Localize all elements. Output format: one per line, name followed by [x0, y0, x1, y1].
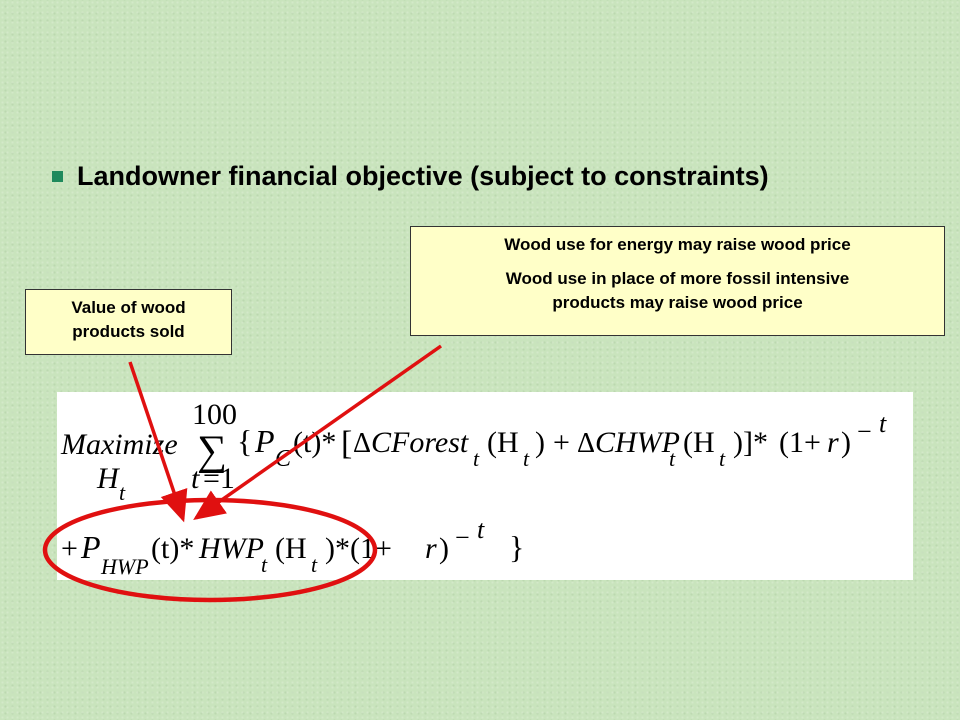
delta-1: Δ: [353, 428, 371, 459]
hwp-sub-t: t: [261, 552, 268, 577]
bracket-open: [: [341, 425, 352, 462]
delta-2: Δ: [577, 428, 595, 459]
chwp-H-sub-t: t: [719, 446, 726, 471]
formula-svg: Maximize H t 100 ∑ t =1 { P C (t)* [ Δ C…: [60, 398, 887, 579]
cforest-H-sub-t: t: [523, 446, 530, 471]
price-P-c: P: [254, 423, 275, 459]
discount-open-2: )*(1+: [325, 532, 392, 565]
callout-value-of-wood: Value of wood products sold: [25, 289, 232, 355]
cforest-text: CForest: [371, 426, 469, 459]
maximize-H-sub-t: t: [119, 480, 126, 505]
brace-close: }: [509, 529, 524, 565]
arrow-left: [128, 361, 188, 523]
cforest-arg-open: (H: [487, 426, 519, 459]
chwp-sub-t: t: [669, 446, 676, 471]
price-sub-HWP: HWP: [100, 554, 149, 579]
callout-wood-price: Wood use for energy may raise wood price…: [410, 226, 945, 336]
brace-open: {: [237, 423, 252, 459]
cforest-arg-close: ): [535, 426, 545, 459]
callout-right-line2b: products may raise wood price: [552, 293, 803, 312]
sum-symbol: ∑: [197, 428, 227, 474]
arrow-right: [193, 344, 443, 521]
highlight-ellipse: [42, 497, 378, 603]
cforest-sub-t: t: [473, 446, 480, 471]
discount-open-1: (1+: [779, 426, 821, 459]
plus-2: +: [61, 532, 78, 565]
sum-upper-limit: 100: [192, 398, 237, 431]
exponent-minus-2: −: [455, 523, 470, 552]
maximize-H: H: [96, 462, 121, 495]
hwp-arg-open: (H: [275, 532, 307, 565]
slide-heading: Landowner financial objective (subject t…: [77, 160, 769, 191]
discount-r-2: r: [425, 532, 437, 565]
exponent-t-1: t: [879, 409, 887, 438]
chwp-text: CHWP: [595, 426, 680, 459]
exponent-minus-1: −: [857, 417, 872, 446]
discount-close-2: ): [439, 532, 449, 565]
time-star-2: (t)*: [151, 532, 194, 565]
close-bracket-star: )]*: [733, 426, 768, 459]
callout-right-line2a: Wood use in place of more fossil intensi…: [505, 269, 850, 288]
price-P-hwp: P: [80, 529, 101, 565]
chwp-arg-open: (H: [683, 426, 715, 459]
discount-r-1: r: [827, 426, 839, 459]
hwp-text: HWP: [198, 532, 264, 565]
callout-left-line2: products sold: [72, 322, 185, 341]
square-bullet-icon: [52, 170, 63, 182]
discount-close-1: ): [841, 426, 851, 459]
exponent-t-2: t: [477, 515, 485, 544]
callout-left-line1: Value of wood: [71, 298, 186, 317]
sum-lower-t: t: [191, 462, 200, 495]
hwp-H-sub-t: t: [311, 552, 318, 577]
time-star-1: (t)*: [293, 426, 336, 459]
plus-1: +: [553, 426, 570, 459]
callout-right-line1: Wood use for energy may raise wood price: [504, 235, 851, 254]
bullet-row: Landowner financial objective (subject t…: [52, 152, 932, 200]
objective-formula: Maximize H t 100 ∑ t =1 { P C (t)* [ Δ C…: [57, 392, 913, 580]
sum-lower-eq: =1: [203, 462, 235, 495]
